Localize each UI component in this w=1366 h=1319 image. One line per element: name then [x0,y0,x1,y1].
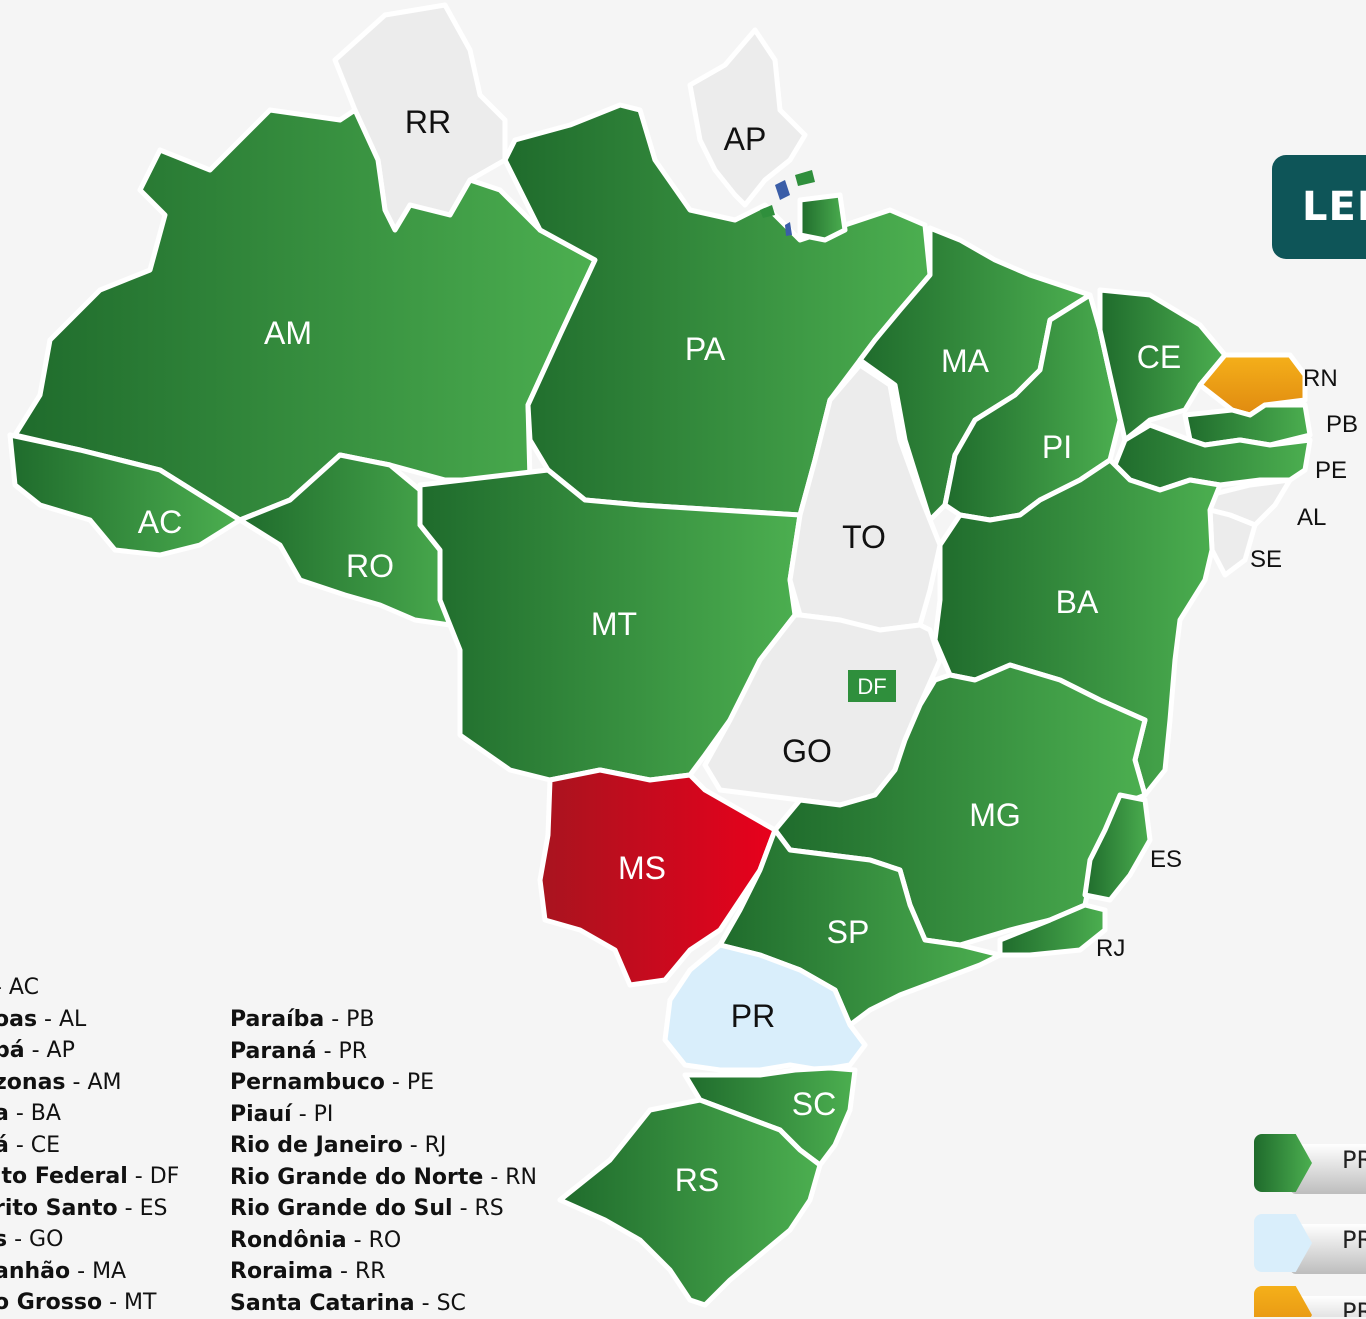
label-rj: RJ [1096,935,1125,962]
list-item: Pernambuco - PE [230,1067,537,1099]
label-es: ES [1150,846,1182,873]
list-item: ito Federal - DF [0,1161,179,1193]
legend-key-label: PR [1342,1298,1366,1317]
legend-key-orange: PR [1250,1282,1366,1317]
list-item: a - BA [0,1098,179,1130]
label-to: TO [842,519,886,555]
list-item: - AC [0,972,179,1004]
legend-key-label: PR [1342,1146,1366,1174]
legend-key-green: PR [1250,1130,1366,1198]
label-sc: SC [792,1086,836,1122]
label-pr: PR [731,998,775,1034]
list-item: Rio Grande do Norte - RN [230,1162,537,1194]
label-pa: PA [685,331,726,367]
label-mt: MT [591,606,637,642]
label-ce: CE [1137,339,1181,375]
state-se[interactable] [1210,510,1255,575]
list-item: pá - AP [0,1035,179,1067]
label-ma: MA [941,343,990,379]
list-item: Rio de Janeiro - RJ [230,1130,537,1162]
label-se: SE [1250,546,1282,573]
label-rr: RR [405,104,451,140]
list-item: Paraíba - PB [230,1004,537,1036]
list-item: rito Santo - ES [0,1193,179,1225]
label-rn: RN [1303,365,1338,392]
state-list-left: - AC oas - AL pá - AP zonas - AM a - BA … [0,972,179,1319]
list-item: anhão - MA [0,1256,179,1288]
label-ba: BA [1056,584,1099,620]
list-item: zonas - AM [0,1067,179,1099]
state-rs[interactable] [560,1100,820,1305]
label-go: GO [782,733,832,769]
label-al: AL [1297,504,1326,531]
list-item: Rio Grande do Sul - RS [230,1193,537,1225]
list-item: Paraná - PR [230,1036,537,1068]
df-box[interactable]: DF [848,670,896,702]
legend-key-label: PR [1342,1226,1366,1254]
label-ap: AP [724,121,767,157]
state-ap-islands [800,195,845,240]
label-df: DF [857,674,886,699]
legend-key-light-blue: PR [1250,1210,1366,1278]
list-item: Rondônia - RO [230,1225,537,1257]
label-sp: SP [827,914,870,950]
label-mg: MG [969,797,1021,833]
list-item: s - GO [0,1224,179,1256]
list-item: oas - AL [0,1004,179,1036]
title-box: LEIS [1272,155,1366,259]
list-item: Roraima - RR [230,1256,537,1288]
label-pe: PE [1315,457,1347,484]
state-ap[interactable] [690,30,805,205]
label-ac: AC [138,504,182,540]
list-item: Piauí - PI [230,1099,537,1131]
label-pb: PB [1326,411,1358,438]
label-am: AM [264,315,312,351]
label-rs: RS [675,1162,719,1198]
label-ro: RO [346,548,394,584]
list-item: á - CE [0,1130,179,1162]
list-item: o Grosso - MT [0,1287,179,1319]
list-item: Santa Catarina - SC [230,1288,537,1319]
state-list-right: Paraíba - PB Paraná - PR Pernambuco - PE… [230,1004,537,1319]
label-pi: PI [1042,429,1072,465]
legend-swatch-orange [1254,1286,1312,1317]
label-ms: MS [618,850,666,886]
